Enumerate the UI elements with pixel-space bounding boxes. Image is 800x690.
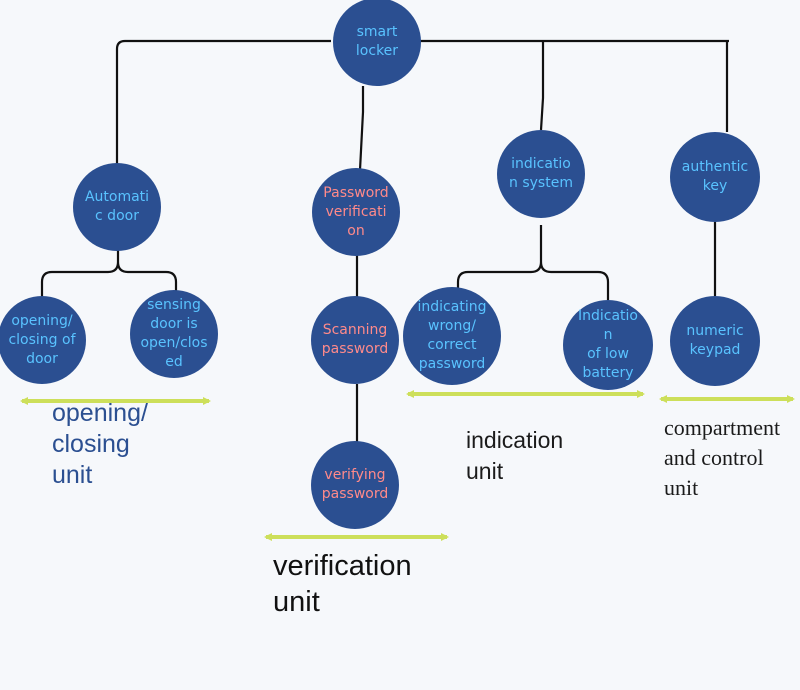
- verification-unit-label: verification unit: [273, 550, 412, 618]
- node-automatic-door: Automati c door: [73, 163, 161, 251]
- connector-root-to-password-verification: [358, 86, 365, 171]
- compartment-control-unit-label: compartment and control unit: [664, 415, 781, 500]
- connector-door-branch: [40, 250, 178, 298]
- node-verifying-password: verifying password: [311, 441, 399, 529]
- node-smart-locker: smart locker: [333, 0, 421, 86]
- node-opening-closing-door: opening/ closing of door: [0, 296, 86, 384]
- indication-unit-label: indication unit: [466, 427, 564, 484]
- node-scanning-password: Scanning password: [311, 296, 399, 384]
- node-indication-system: indicatio n system: [497, 130, 585, 218]
- node-sensing-door: sensing door is open/clos ed: [130, 290, 218, 378]
- connector-indication-branch: [456, 225, 610, 300]
- connector-root-to-automatic-door: [115, 39, 331, 165]
- node-password-verification: Password verificati on: [312, 168, 400, 256]
- node-indicating-wrong-correct: indicating wrong/ correct password: [403, 287, 501, 385]
- opening-closing-unit-label: opening/ closing unit: [52, 399, 148, 489]
- branch-connectors: [40, 222, 717, 442]
- unit-arrows: [20, 390, 795, 541]
- node-indication-low-battery: Indicatio n of low battery: [563, 300, 653, 390]
- node-numeric-keypad: numeric keypad: [670, 296, 760, 386]
- node-authentic-key: authentic key: [670, 132, 760, 222]
- connector-root-to-indication-system: [539, 42, 545, 131]
- root-connectors: [115, 39, 729, 171]
